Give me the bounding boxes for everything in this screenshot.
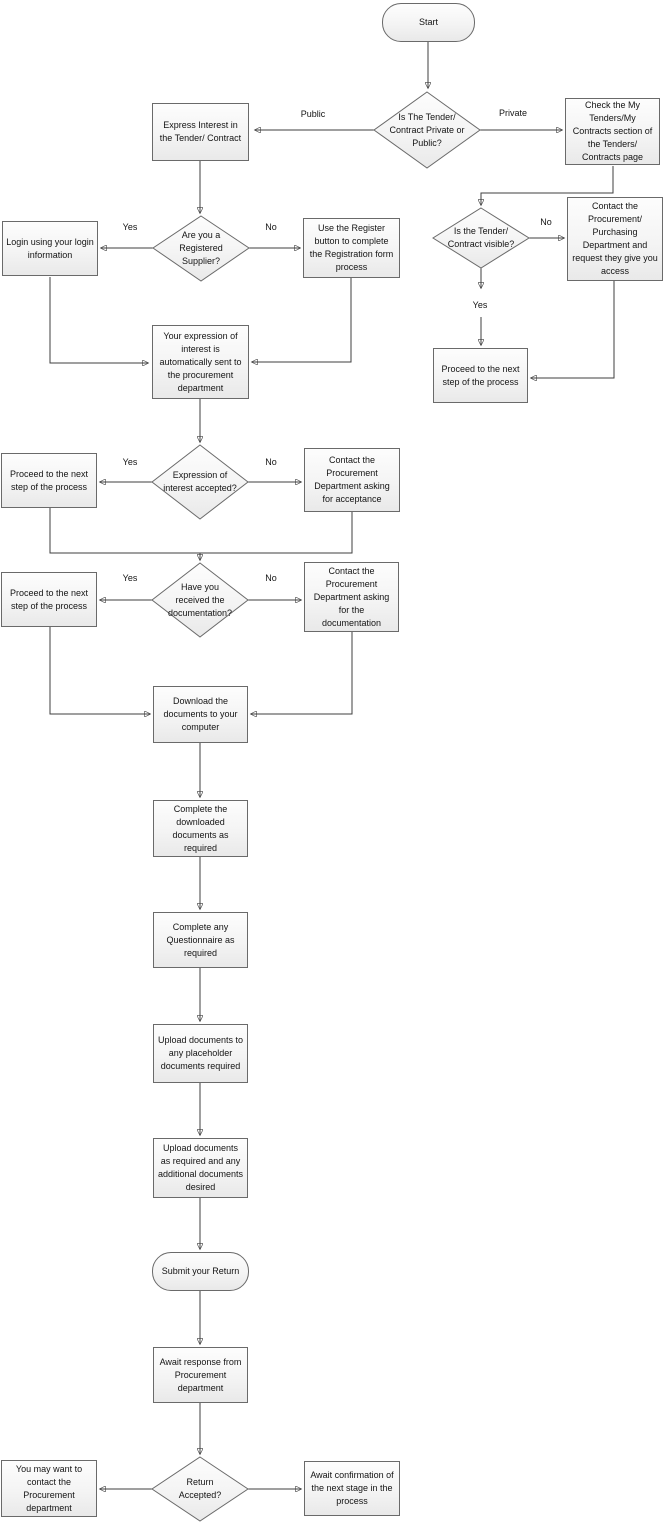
- node-expression-sent-label: Your expression of interest is automatic…: [159, 330, 242, 393]
- decision-expression-accepted: [151, 444, 249, 520]
- edge-label-public: Public: [300, 109, 326, 119]
- node-complete-questionnaire-label: Complete any Questionnaire as required: [166, 921, 235, 958]
- decision-expression-accepted-label: Expression of interest accepted?: [163, 470, 237, 493]
- node-await-response: Await response from Procurement departme…: [153, 1347, 248, 1403]
- node-submit-return-label: Submit your Return: [161, 1266, 240, 1276]
- decision-registered-supplier: [152, 215, 250, 282]
- node-proceed-accepted: Proceed to the next step of the process: [1, 453, 97, 508]
- edge-label-visible-no: No: [540, 217, 552, 227]
- node-complete-downloaded: Complete the downloaded documents as req…: [153, 800, 248, 857]
- edge-label-received-no: No: [265, 573, 277, 583]
- decision-contract-visible-label: Is the Tender/ Contract visible?: [447, 226, 515, 249]
- edge-label-registered-yes: Yes: [122, 222, 138, 232]
- node-proceed-visible-label: Proceed to the next step of the process: [441, 363, 520, 387]
- node-contact-department-label: You may want to contact the Procurement …: [15, 1463, 83, 1513]
- node-upload-placeholder-label: Upload documents to any placeholder docu…: [157, 1035, 244, 1071]
- edge-label-visible-yes: Yes: [472, 300, 488, 310]
- decision-registered-supplier-label: Are you a Registered Supplier?: [179, 229, 223, 266]
- node-proceed-visible: Proceed to the next step of the process: [433, 348, 528, 403]
- decision-return-accepted: [151, 1456, 249, 1522]
- node-contact-documentation: Contact the Procurement Department askin…: [304, 562, 399, 632]
- node-start: Start: [382, 3, 475, 42]
- node-register: Use the Register button to complete the …: [303, 218, 400, 278]
- node-complete-downloaded-label: Complete the downloaded documents as req…: [172, 803, 229, 853]
- node-upload-additional-label: Upload documents as required and any add…: [157, 1143, 244, 1192]
- node-submit-return: Submit your Return: [152, 1252, 249, 1291]
- node-download-label: Download the documents to your computer: [163, 696, 238, 732]
- edge-label-accepted-yes: Yes: [122, 457, 138, 467]
- node-await-confirmation: Await confirmation of the next stage in …: [304, 1461, 400, 1516]
- node-express-interest: Express Interest in the Tender/ Contract: [152, 103, 249, 161]
- connector-contact-purchasing-to-proceed: [531, 281, 615, 378]
- node-contact-purchasing-label: Contact the Procurement/ Purchasing Depa…: [572, 201, 658, 276]
- node-proceed-accepted-label: Proceed to the next step of the process: [9, 468, 89, 492]
- connector-login-to-expression-sent: [49, 277, 148, 363]
- connector-proceed-to-download: [49, 627, 150, 714]
- connector-check-to-visible: [481, 166, 614, 205]
- node-start-label: Start: [418, 17, 438, 27]
- edge-label-private: Private: [498, 108, 528, 118]
- node-check-my-tenders-label: Check the My Tenders/My Contracts sectio…: [572, 100, 653, 162]
- decision-private-or-public-label: Is The Tender/ Contract Private or Publi…: [389, 111, 465, 148]
- decision-contract-visible: [432, 207, 530, 269]
- node-complete-questionnaire: Complete any Questionnaire as required: [153, 912, 248, 968]
- node-await-confirmation-label: Await confirmation of the next stage in …: [310, 1470, 394, 1506]
- node-contact-acceptance: Contact the Procurement Department askin…: [304, 448, 400, 512]
- edge-label-registered-no: No: [265, 222, 277, 232]
- node-download: Download the documents to your computer: [153, 686, 248, 743]
- node-check-my-tenders: Check the My Tenders/My Contracts sectio…: [565, 98, 660, 165]
- node-login-label: Login using your login information: [6, 236, 94, 260]
- connector-contact-docs-to-download: [251, 632, 353, 714]
- node-contact-purchasing: Contact the Procurement/ Purchasing Depa…: [567, 197, 663, 281]
- edge-label-received-yes: Yes: [122, 573, 138, 583]
- node-upload-placeholder: Upload documents to any placeholder docu…: [153, 1024, 248, 1083]
- connector-register-to-expression-sent: [252, 278, 352, 362]
- node-contact-acceptance-label: Contact the Procurement Department askin…: [314, 455, 390, 504]
- node-register-label: Use the Register button to complete the …: [309, 223, 394, 272]
- decision-received-documentation: [151, 562, 249, 638]
- connector-junction-to-received: [49, 508, 353, 554]
- edge-label-accepted-no: No: [265, 457, 277, 467]
- node-express-interest-label: Express Interest in the Tender/ Contract: [159, 120, 242, 143]
- decision-return-accepted-label: Return Accepted?: [178, 1477, 222, 1500]
- node-proceed-received-label: Proceed to the next step of the process: [9, 587, 89, 611]
- node-proceed-received: Proceed to the next step of the process: [1, 572, 97, 627]
- node-contact-documentation-label: Contact the Procurement Department askin…: [313, 565, 390, 628]
- decision-private-or-public: [373, 91, 481, 169]
- decision-received-documentation-label: Have you received the documentation?: [167, 581, 233, 618]
- node-upload-additional: Upload documents as required and any add…: [153, 1138, 248, 1198]
- node-login: Login using your login information: [2, 221, 98, 276]
- node-expression-sent: Your expression of interest is automatic…: [152, 325, 249, 399]
- node-await-response-label: Await response from Procurement departme…: [159, 1356, 242, 1393]
- node-contact-department: You may want to contact the Procurement …: [1, 1460, 97, 1517]
